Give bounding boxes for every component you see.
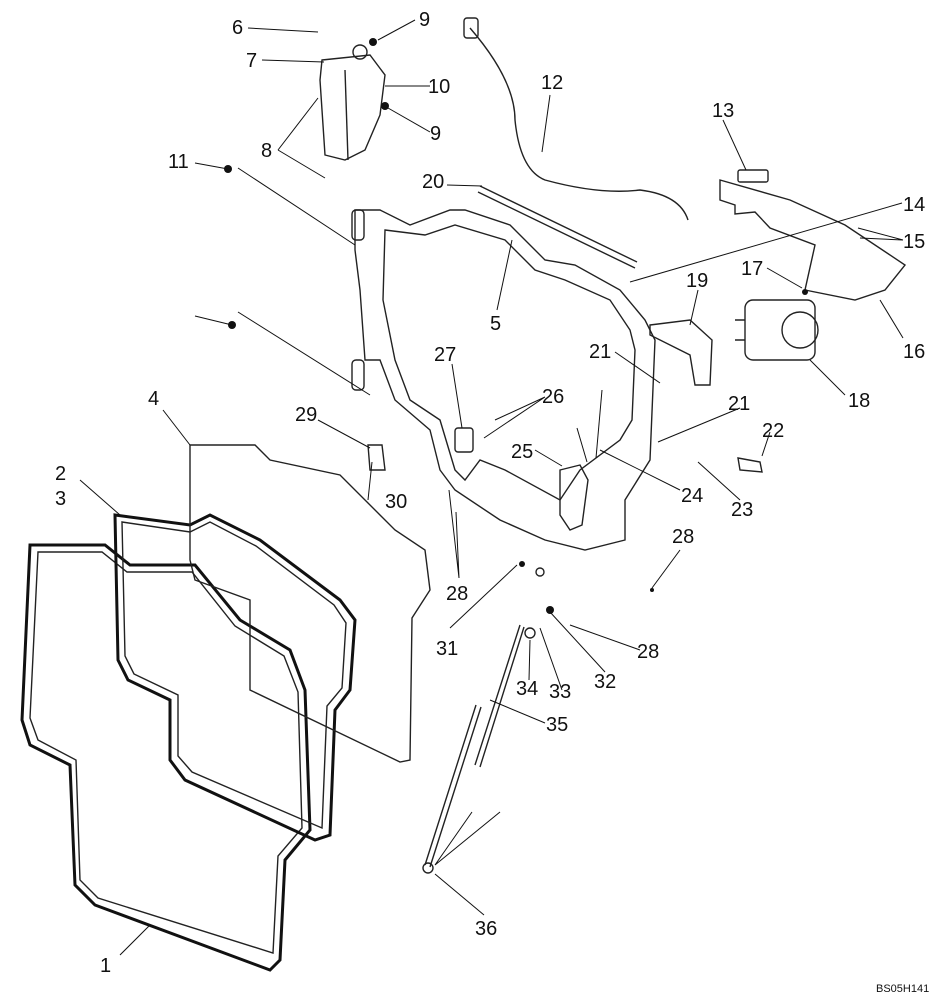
callout-6: 6 (232, 17, 243, 39)
part-9-nut (369, 38, 377, 46)
part-22-fitting (737, 457, 763, 473)
arm-pivot (422, 862, 434, 874)
callout-23: 23 (731, 499, 753, 521)
part-20-gas-strut (477, 185, 638, 269)
callout-3: 3 (55, 488, 66, 510)
callout-29: 29 (295, 404, 317, 426)
part-19-latch (649, 319, 713, 386)
part-29-clip (367, 444, 386, 471)
part-10-washer-reservoir (319, 44, 386, 161)
callout-25: 25 (511, 441, 533, 463)
harness-connector (463, 17, 479, 39)
callout-30: 30 (385, 491, 407, 513)
part-9-nut-b (381, 102, 389, 110)
callout-28-c: 28 (637, 641, 659, 663)
part-2-inner-seal (113, 513, 357, 842)
part-33-washer (535, 567, 545, 577)
callout-12: 12 (541, 72, 563, 94)
callout-16: 16 (903, 341, 925, 363)
callout-22: 22 (762, 420, 784, 442)
callout-28: 28 (446, 583, 468, 605)
part-16-bracket (719, 179, 907, 301)
callout-21: 21 (589, 341, 611, 363)
part-28-screw (650, 588, 654, 592)
callout-19: 19 (686, 270, 708, 292)
callout-5: 5 (490, 313, 501, 335)
part-12-wire-harness (469, 27, 689, 221)
callout-1: 1 (100, 955, 111, 977)
callout-20: 20 (422, 171, 444, 193)
callout-35: 35 (546, 714, 568, 736)
callout-labels: 1 2 3 4 5 6 7 8 9 10 9 11 12 13 14 15 16… (55, 9, 925, 977)
callout-24: 24 (681, 485, 703, 507)
callout-36: 36 (475, 918, 497, 940)
part-35-wiper-blade (474, 624, 525, 768)
part-17-nut (802, 289, 808, 295)
callout-8: 8 (261, 140, 272, 162)
callout-17: 17 (741, 258, 763, 280)
callout-34: 34 (516, 678, 538, 700)
part-18-wiper-motor (735, 299, 819, 361)
part-4-glass (189, 444, 431, 763)
part-5-door-frame (351, 209, 656, 551)
callout-10: 10 (428, 76, 450, 98)
callout-4: 4 (148, 388, 159, 410)
callout-31: 31 (436, 638, 458, 660)
callout-21-b: 21 (728, 393, 750, 415)
part-34-cap (524, 627, 536, 639)
part-27-block (454, 427, 474, 453)
callout-2: 2 (55, 463, 66, 485)
callout-11: 11 (168, 151, 189, 173)
leader-lines (79, 19, 904, 956)
callout-27: 27 (434, 344, 456, 366)
callout-9: 9 (419, 9, 430, 31)
callout-26: 26 (542, 386, 564, 408)
callout-28-b: 28 (672, 526, 694, 548)
part-31-washer (519, 561, 525, 567)
callout-32: 32 (594, 671, 616, 693)
part-32-nut (546, 606, 554, 614)
part-36-wiper-arm (424, 704, 482, 868)
part-13-plate (737, 169, 769, 183)
callout-7: 7 (246, 50, 257, 72)
callout-13: 13 (712, 100, 734, 122)
callout-15: 15 (903, 231, 925, 253)
callout-9-b: 9 (430, 123, 441, 145)
callout-18: 18 (848, 390, 870, 412)
reference-code: BS05H141 (876, 983, 929, 995)
callout-33: 33 (549, 681, 571, 703)
part-25-handle (559, 464, 589, 531)
part-1-outer-seal (20, 543, 312, 972)
callout-14: 14 (903, 194, 925, 216)
